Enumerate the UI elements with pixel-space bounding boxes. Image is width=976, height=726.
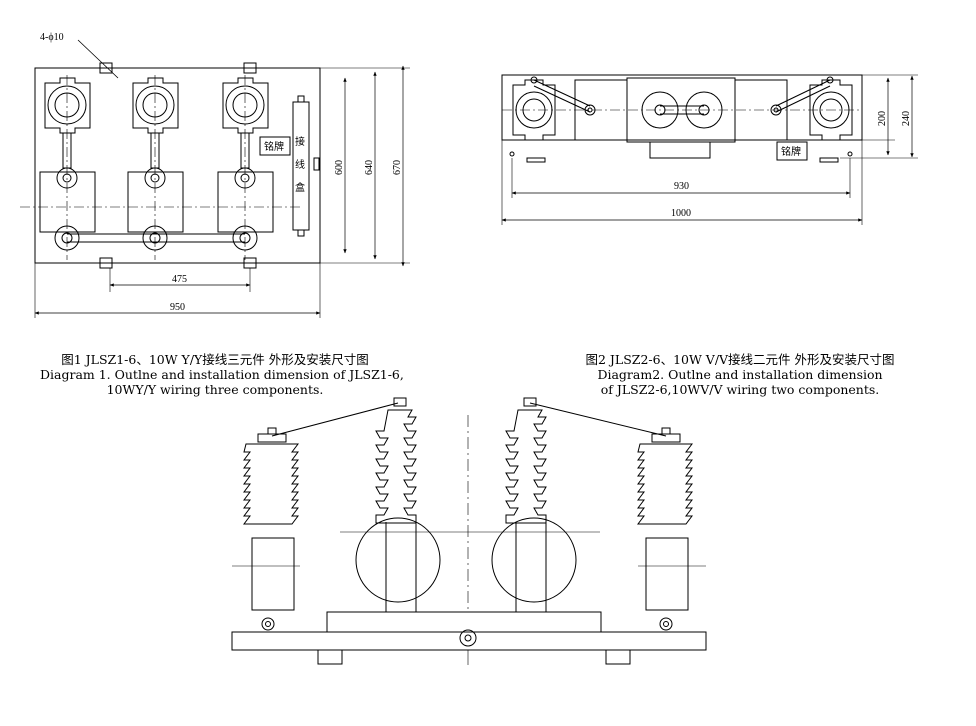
diagram1-base-frame xyxy=(34,67,321,264)
junction-box-char-3: 盒 xyxy=(295,181,305,194)
dim-950: 950 xyxy=(170,302,185,313)
dim-640: 640 xyxy=(364,160,375,175)
junction-box-char-1: 接 xyxy=(295,135,305,148)
diagram2-caption: 图2 JLSZ2-6、10W V/V接线二元件 外形及安装尺寸图 Diagram… xyxy=(540,352,940,397)
dim-240: 240 xyxy=(901,111,912,126)
dim-600: 600 xyxy=(334,160,345,175)
base-rail xyxy=(231,631,707,651)
diagram2-base-frame xyxy=(501,74,863,141)
insulator-outer-left xyxy=(232,427,300,611)
diagram1-nameplate-box xyxy=(259,136,291,156)
dim-475: 475 xyxy=(172,274,187,285)
diagram2-nameplate-box xyxy=(776,141,808,161)
junction-box-char-2: 线 xyxy=(295,158,305,171)
insulator-inner-left xyxy=(355,397,441,613)
diagram2-nameplate-label: 铭牌 xyxy=(781,145,801,158)
dim-670: 670 xyxy=(392,160,403,175)
base-plate xyxy=(326,611,602,633)
insulator-inner-right xyxy=(491,397,577,613)
dim-1000: 1000 xyxy=(671,208,691,219)
mounting-hole-tl xyxy=(99,62,113,74)
hole-label: 4-ϕ10 xyxy=(40,32,64,43)
side-elevation-view xyxy=(231,397,707,665)
diagram1-labels: 4-ϕ10 铭牌 接 线 盒 600 640 670 475 950 xyxy=(40,32,403,313)
component-1 xyxy=(39,77,96,251)
diagram2-caption-line3: of JLSZ2-6,10WV/V wiring two components. xyxy=(600,382,880,397)
mounting-hole-bl xyxy=(99,257,113,269)
diagram1-nameplate-label: 铭牌 xyxy=(264,140,284,153)
diagram1-caption-line1: 图1 JLSZ1-6、10W Y/Y接线三元件 外形及安装尺寸图 xyxy=(61,352,369,367)
component-3 xyxy=(217,77,274,251)
diagram1-caption: 图1 JLSZ1-6、10W Y/Y接线三元件 外形及安装尺寸图 Diagram… xyxy=(40,352,404,397)
dim-200: 200 xyxy=(877,111,888,126)
diagram1-caption-line2: Diagram 1. Outlne and installation dimen… xyxy=(40,367,404,382)
diagram2-caption-line2: Diagram2. Outlne and installation dimens… xyxy=(597,367,883,382)
diagram2-labels: 铭牌 200 240 930 1000 xyxy=(671,111,912,219)
diagram1-plan-view xyxy=(20,39,410,318)
component-2 xyxy=(127,77,184,251)
diagram2-plan-view xyxy=(501,74,918,225)
diagram1-caption-line3: 10WY/Y wiring three components. xyxy=(106,382,324,397)
dim-930: 930 xyxy=(674,181,689,192)
insulator-outer-right xyxy=(637,427,706,611)
diagram2-caption-line1: 图2 JLSZ2-6、10W V/V接线二元件 外形及安装尺寸图 xyxy=(585,352,895,367)
